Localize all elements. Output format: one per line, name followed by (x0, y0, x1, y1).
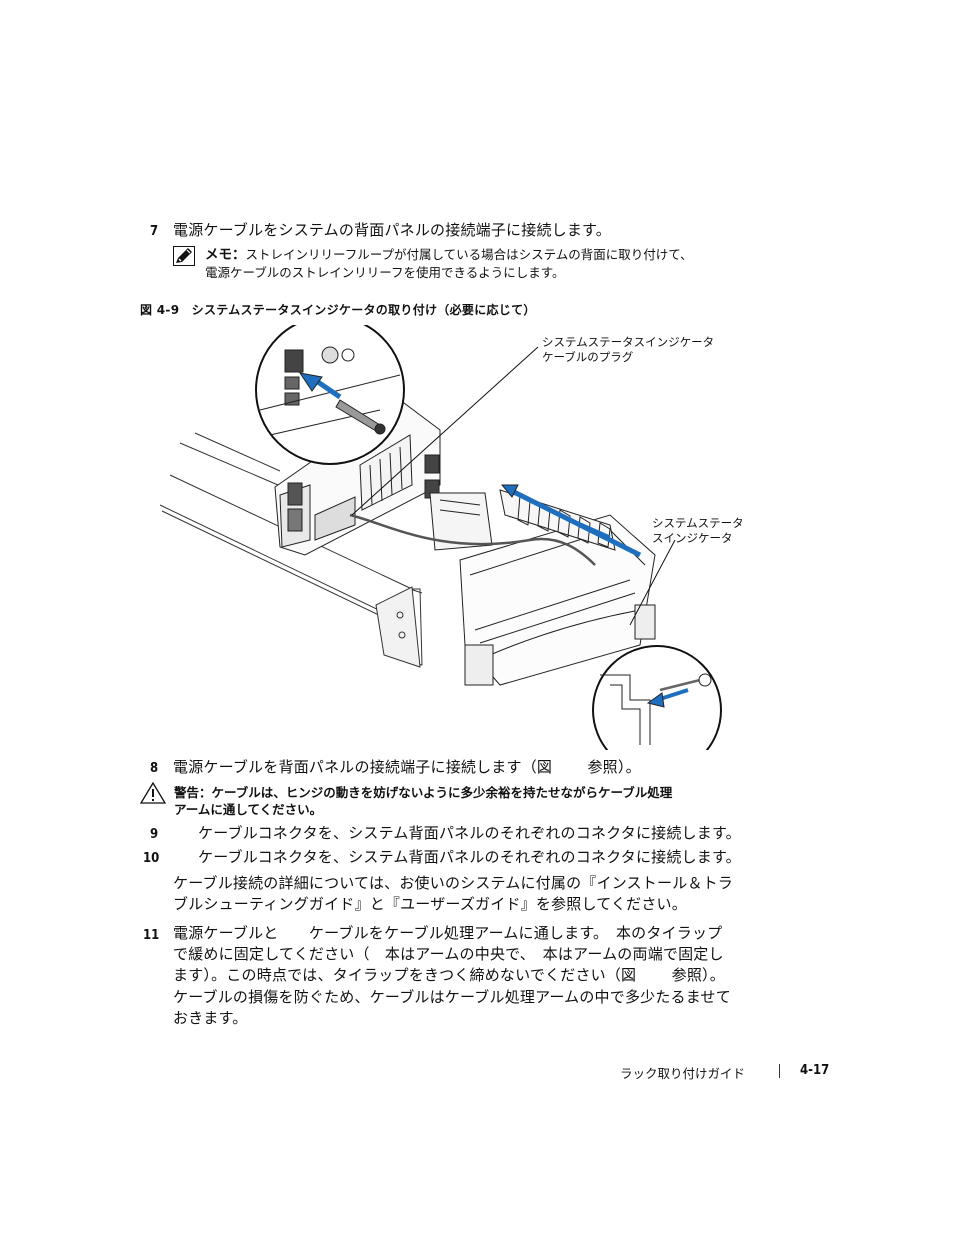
step-7-number: 7 (150, 224, 159, 239)
warning-line-1: ケーブルは、ヒンジの動きを妨げないように多少余裕を持たせながらケーブル処理 (211, 785, 673, 800)
note-line-2: 電源ケーブルのストレインリリーフを使用できるようにします。 (205, 265, 565, 280)
figure-caption: 図 4-9 システムステータスインジケータの取り付け（必要に応じて） (140, 303, 536, 317)
note-label: メモ： (205, 247, 246, 263)
step-11-detail: ケーブルの損傷を防ぐため、ケーブルはケーブル処理アームの中で多少たるませて おき… (173, 988, 731, 1027)
leader-line-plug (351, 346, 539, 516)
step-10-number: 10 (143, 851, 160, 866)
step-9-text: ケーブルコネクタを、システム背面パネルのそれぞれのコネクタに接続します。 (198, 824, 741, 842)
figure-illustration (140, 315, 780, 775)
footer-divider (779, 1064, 780, 1078)
label-indicator: システムステータ スインジケータ (652, 516, 744, 545)
step-8-text: 電源ケーブルを背面パネルの接続端子に接続します（図 参照）。 (173, 758, 641, 776)
step-10-text: ケーブルコネクタを、システム背面パネルのそれぞれのコネクタに接続します。 (198, 848, 741, 866)
leader-line-indicator (629, 539, 676, 626)
step-7-text: 電源ケーブルをシステムの背面パネルの接続端子に接続します。 (173, 221, 611, 239)
step-9-number: 9 (150, 827, 159, 842)
cable-management-arm (459, 489, 656, 686)
label-indicator-plug: システムステータスインジケータ ケーブルのプラグ (542, 335, 715, 364)
inset-detail-bottom (592, 645, 722, 775)
warning-label: 警告： (174, 785, 212, 800)
warning-triangle-icon (139, 781, 167, 804)
note-pencil-icon (173, 246, 195, 266)
inset-detail-top (255, 315, 405, 465)
step-8-number: 8 (150, 761, 159, 776)
note-block: メモ：ストレインリリーフループが付属している場合はシステムの背面に取り付けて、 … (205, 246, 765, 281)
footer-section-title: ラック取り付けガイド (620, 1066, 746, 1081)
step-11-text: 電源ケーブルと ケーブルをケーブル処理アームに通します。 本のタイラップ で緩め… (173, 924, 725, 984)
indicator-cable (349, 513, 596, 566)
warning-line-2: アームに通してください。 (174, 802, 323, 817)
footer-page-number: 4-17 (800, 1063, 830, 1078)
warning-block: 警告：ケーブルは、ヒンジの動きを妨げないように多少余裕を持たせながらケーブル処理… (174, 784, 754, 818)
step-11-number: 11 (143, 928, 160, 943)
step-10-detail: ケーブル接続の詳細については、お使いのシステムに付属の『インストール＆トラ ブル… (173, 874, 734, 913)
note-line-1: ストレインリリーフループが付属している場合はシステムの背面に取り付けて、 (245, 247, 693, 262)
server-chassis (274, 399, 493, 556)
